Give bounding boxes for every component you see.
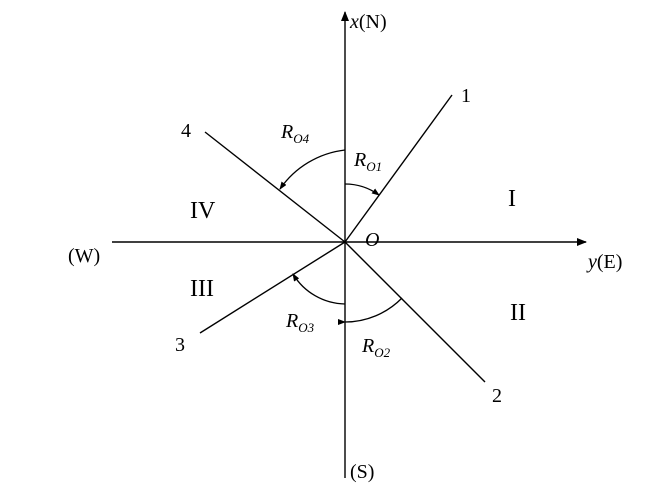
quadrant-iv-label: IV <box>190 198 216 224</box>
line-2-label: 2 <box>492 385 502 407</box>
line-4 <box>204 131 346 243</box>
west-axis-label: (W) <box>68 245 100 267</box>
line-3 <box>199 241 346 334</box>
angle-arc-r-o1 <box>344 183 380 196</box>
angle-arc-r-o2 <box>337 297 403 326</box>
quadrant-ii-label: II <box>510 300 526 326</box>
angle-label-r-o2: RO2 <box>361 335 391 360</box>
line-1-label: 1 <box>461 85 471 107</box>
line-4-label: 4 <box>181 120 191 142</box>
angle-label-r-o1: RO1 <box>353 149 382 174</box>
line-1 <box>344 94 453 243</box>
north-axis-label: x(N) <box>349 11 387 33</box>
angle-arc-r-o3 <box>292 273 346 305</box>
origin-label: O <box>365 229 379 251</box>
angle-label-r-o4: RO4 <box>280 121 310 146</box>
line-3-label: 3 <box>175 334 185 356</box>
quadrant-iii-label: III <box>190 276 214 302</box>
line-2 <box>344 241 486 383</box>
angle-arc-r-o4 <box>279 149 346 190</box>
east-axis-label: y(E) <box>586 251 622 273</box>
south-axis-label: (S) <box>350 461 374 483</box>
quadrant-i-label: I <box>508 186 516 212</box>
angle-label-r-o3: RO3 <box>285 310 315 335</box>
